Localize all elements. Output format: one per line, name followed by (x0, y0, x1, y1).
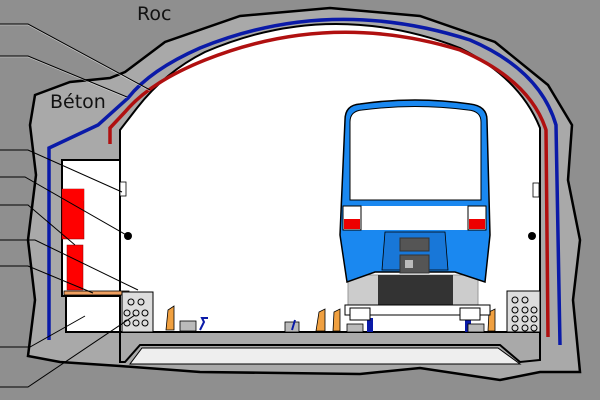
red-cable (108, 30, 550, 338)
wall-light (119, 181, 127, 197)
leader-wall-anchor (0, 176, 129, 237)
leader-wall-light (0, 149, 123, 193)
floor-slab (119, 331, 541, 364)
conduit-block-left (121, 291, 154, 333)
leader-conduit-top (0, 239, 139, 291)
leader-red-cable (0, 23, 151, 91)
track-left (165, 305, 496, 333)
wall-light-right (532, 182, 540, 198)
service-duct (65, 295, 121, 333)
red-equipment-upper-tab (62, 189, 84, 201)
leader-red-equipment (0, 204, 76, 246)
leader-service-duct (0, 315, 86, 348)
wall-anchor-right (528, 232, 536, 240)
orange-cable-tray (63, 290, 130, 296)
leader-cable-tray (0, 265, 94, 294)
leader-blue-cable (0, 55, 128, 98)
conduit-block-right (506, 290, 541, 333)
leader-line-highlights (0, 24, 151, 99)
metro-train (339, 99, 491, 321)
rock-label: Roc (137, 3, 171, 25)
concrete-label: Béton (50, 91, 106, 113)
blue-cable (47, 17, 562, 346)
ballast (129, 347, 522, 365)
leader-conduit (0, 314, 136, 388)
leader-lines (0, 23, 151, 388)
